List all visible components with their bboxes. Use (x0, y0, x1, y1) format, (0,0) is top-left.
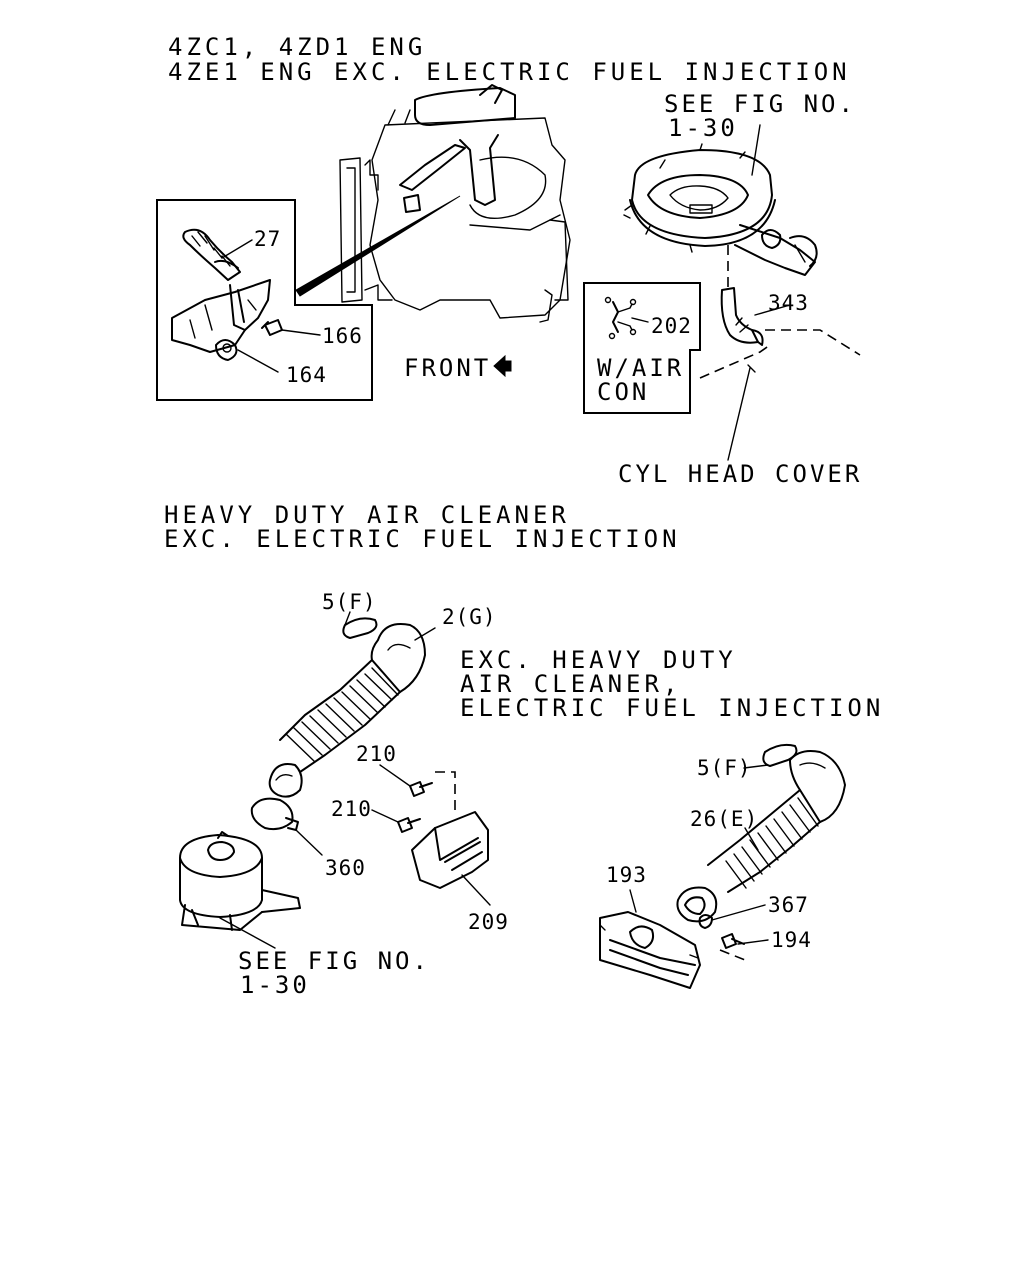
heading-air-cleaner: AIR CLEANER, (460, 670, 682, 698)
part-number-194: 194 (771, 928, 812, 952)
note-air-con: CON (597, 378, 650, 406)
heading-exc-heavy-duty: EXC. HEAVY DUTY (460, 646, 737, 674)
engine-outline (295, 84, 571, 323)
note-see-fig-bottom-number: 1-30 (240, 971, 310, 999)
part-number-210-a: 210 (356, 742, 397, 766)
note-see-fig-top-number: 1-30 (668, 114, 738, 142)
part-number-5f-left: 5(F) (322, 590, 377, 614)
part-number-2g: 2(G) (442, 605, 497, 629)
heading-heavy-duty: HEAVY DUTY AIR CLEANER (164, 501, 570, 529)
heading-electric-fuel-injection: ELECTRIC FUEL INJECTION (460, 694, 885, 722)
part-number-166: 166 (322, 324, 363, 348)
part-number-367: 367 (768, 893, 809, 917)
part-number-209: 209 (468, 910, 509, 934)
part-number-202: 202 (651, 314, 692, 338)
inset-box (156, 199, 373, 401)
part-number-5f-right: 5(F) (697, 756, 752, 780)
heading-engine-exclusion: 4ZE1 ENG EXC. ELECTRIC FUEL INJECTION (168, 58, 851, 86)
heading-engine-models: 4ZC1, 4ZD1 ENG (168, 33, 427, 61)
note-see-fig-top: SEE FIG NO. (664, 90, 856, 118)
part-number-360: 360 (325, 856, 366, 880)
standard-air-intake (599, 743, 846, 989)
part-number-26e: 26(E) (690, 807, 759, 831)
part-number-164: 164 (286, 363, 327, 387)
air-cleaner-top (623, 124, 861, 461)
heading-heavy-duty-exclusion: EXC. ELECTRIC FUEL INJECTION (164, 525, 681, 553)
note-front: FRONT (404, 354, 492, 382)
note-cyl-head-cover: CYL HEAD COVER (618, 460, 863, 488)
wair-con-box (583, 282, 701, 414)
front-arrow-icon (493, 354, 512, 378)
part-number-27: 27 (254, 227, 282, 251)
part-number-210-b: 210 (331, 797, 372, 821)
note-with-air-con: W/AIR (597, 354, 685, 382)
part-number-343: 343 (768, 291, 809, 315)
note-see-fig-bottom: SEE FIG NO. (238, 947, 430, 975)
heavy-duty-air-cleaner (179, 611, 491, 949)
part-number-193: 193 (606, 863, 647, 887)
